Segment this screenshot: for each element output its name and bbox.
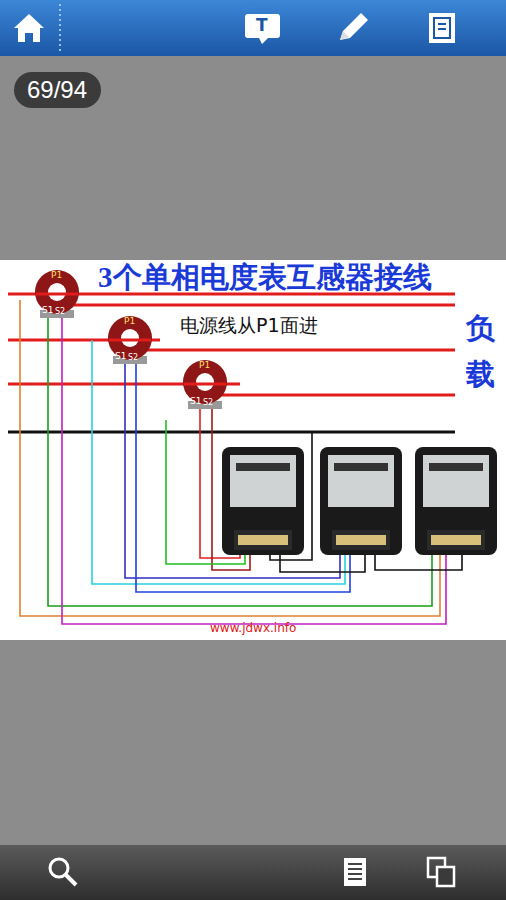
page-counter: 69/94 (14, 72, 101, 108)
home-icon (14, 14, 44, 42)
terminal-label: S1 (115, 352, 126, 361)
watermark: www.jdwx.info (210, 622, 296, 634)
diagram-image (0, 260, 506, 640)
secondary-wires (20, 300, 462, 624)
page-icon (344, 858, 366, 886)
terminal-label: S1 (42, 306, 53, 315)
separator (59, 4, 61, 52)
search-icon (50, 859, 76, 885)
load-label: 负载 (466, 305, 495, 398)
bottom-bar (0, 845, 506, 900)
terminal-label: P1 (51, 271, 62, 280)
comment-icon (245, 14, 280, 44)
pencil-icon (340, 13, 368, 40)
copy-icon (428, 858, 454, 886)
terminal-label: P1 (124, 317, 135, 326)
book-icon (429, 13, 455, 43)
top-bar (0, 0, 506, 56)
terminal-label: S2 (203, 399, 213, 407)
terminal-label: S1 (190, 397, 201, 406)
counter-text: 69/94 (27, 78, 88, 102)
terminal-label: S2 (55, 308, 65, 316)
terminal-label: S2 (128, 354, 138, 362)
note: 电源线从P1面进 (180, 316, 318, 335)
icon-letter: T (256, 17, 268, 34)
energy-meters (222, 447, 497, 555)
phase-lines (8, 294, 455, 432)
diagram-title: 3个单相电度表互感器接线 (98, 263, 432, 292)
terminal-label: P1 (199, 361, 210, 370)
